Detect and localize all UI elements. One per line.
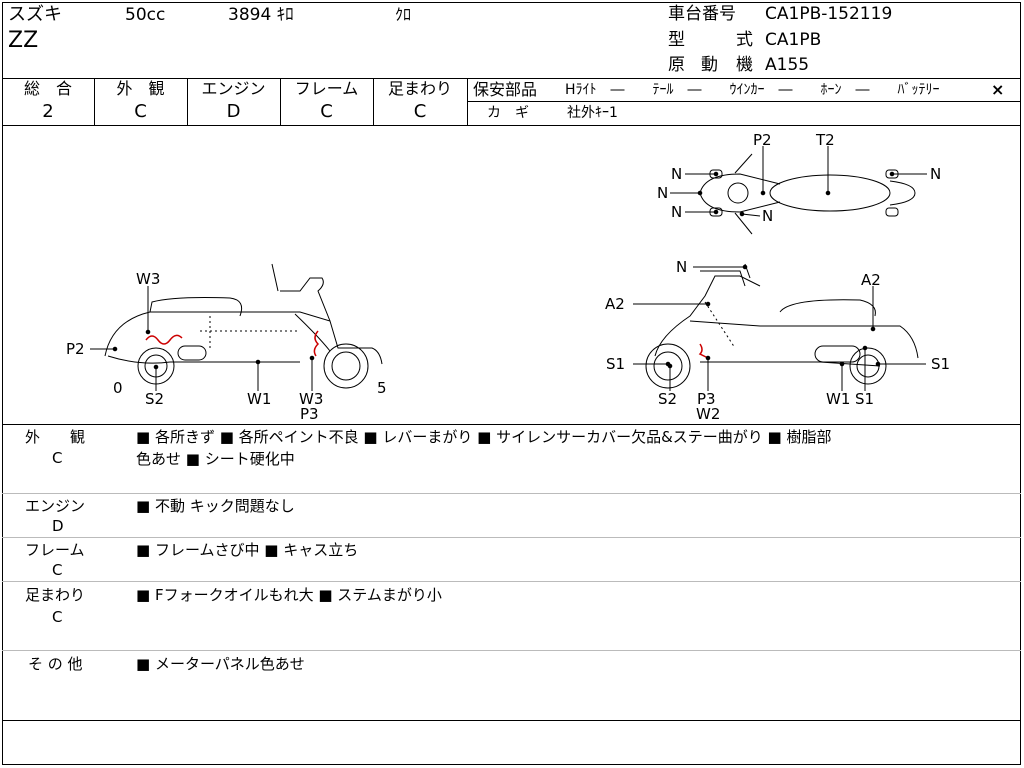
label-top-n-1: N: [671, 165, 682, 183]
note-category-frame: フレーム: [25, 541, 85, 559]
label-right-w2: W2: [696, 405, 720, 423]
left-scooter-outline: [104, 263, 383, 389]
label-left-w1: W1: [247, 390, 271, 408]
label-left-s2: S2: [145, 390, 164, 408]
grade-value-suspension: C: [413, 101, 427, 122]
note-category-other: そ の 他: [28, 655, 83, 673]
top-scooter-outline: [699, 153, 916, 235]
displacement: 50cc: [125, 5, 166, 25]
label-right-s1-right: S1: [931, 355, 950, 373]
note-grade-frame: C: [52, 561, 63, 579]
label-top-n-5: N: [930, 165, 941, 183]
engine-value: A155: [765, 55, 810, 75]
note-category-engine: エンジン: [25, 497, 86, 515]
note-grade-engine: D: [52, 517, 64, 535]
type-value: CA1PB: [765, 30, 822, 50]
label-left-p3: P3: [300, 405, 319, 423]
note-category-suspension: 足まわり: [25, 586, 86, 604]
frame-no-label: 車台番号: [668, 4, 736, 24]
label-top-p2: P2: [753, 131, 772, 149]
label-right-s1-bottom: S1: [855, 390, 874, 408]
grade-label-engine: エンジン: [201, 79, 266, 98]
label-right-n: N: [676, 258, 687, 276]
safety-title: 保安部品: [473, 80, 538, 99]
note-category-exterior: 外 観: [25, 428, 86, 446]
note-text-other: ■ メーターパネル色あせ: [136, 655, 305, 673]
type-label-1: 型: [668, 30, 685, 50]
frame-no: CA1PB-152119: [765, 4, 893, 24]
label-right-w1: W1: [826, 390, 850, 408]
label-top-n-2: N: [657, 184, 668, 202]
note-text-exterior-1: ■ 各所きず ■ 各所ペイント不良 ■ レバーまがり ■ サイレンサーカバー欠品…: [136, 428, 832, 446]
grade-value-frame: C: [320, 101, 333, 122]
note-text-suspension: ■ Fフォークオイルもれ大 ■ ステムまがり小: [136, 586, 442, 604]
color: ｸﾛ: [395, 5, 412, 24]
label-left-w3-bottom: W3: [299, 390, 323, 408]
label-left-0: 0: [113, 379, 123, 397]
engine-label-3: 機: [736, 55, 753, 75]
grade-label-overall: 総 合: [23, 79, 72, 98]
engine-label-1: 原: [668, 55, 685, 75]
label-left-5: 5: [377, 379, 387, 397]
label-right-a2-left: A2: [605, 295, 625, 313]
maker: スズキ: [8, 4, 62, 25]
note-grade-suspension: C: [52, 608, 63, 626]
grade-value-overall: 2: [42, 101, 54, 122]
label-top-t2: T2: [815, 131, 835, 149]
grade-label-exterior: 外 観: [116, 79, 165, 98]
label-top-n-3: N: [671, 203, 682, 221]
note-text-engine: ■ 不動 キック問題なし: [136, 497, 295, 515]
grade-value-engine: D: [226, 101, 241, 122]
engine-label-2: 動: [701, 55, 718, 75]
key-value: 社外ｷｰ1: [567, 105, 618, 121]
type-label-2: 式: [736, 30, 753, 50]
label-left-p2: P2: [66, 340, 85, 358]
right-scooter-outline: [645, 263, 919, 389]
label-right-s2: S2: [658, 390, 677, 408]
grade-label-suspension: 足まわり: [387, 79, 452, 98]
safety-items: Hﾗｲﾄ ― ﾃｰﾙ ― ｳｲﾝｶｰ ― ﾎｰﾝ ― ﾊﾞｯﾃﾘｰ: [565, 82, 940, 98]
label-right-p3: P3: [697, 390, 716, 408]
grade-value-exterior: C: [134, 101, 147, 122]
key-label: カ ギ: [487, 105, 529, 121]
note-grade-exterior: C: [52, 449, 63, 467]
label-left-w3-top: W3: [136, 270, 160, 288]
label-top-n-4: N: [762, 207, 773, 225]
grade-label-frame: フレーム: [294, 79, 359, 98]
note-text-frame: ■ フレームさび中 ■ キャス立ち: [136, 541, 359, 559]
battery-mark: ×: [991, 80, 1005, 99]
model-name: ZZ: [8, 28, 39, 53]
damage-diagram: W3 P2 0 S2 W1 W3 P3 5 N A2 A2 S1 S1 S2 P…: [66, 131, 950, 423]
mileage: 3894 ｷﾛ: [228, 5, 294, 25]
label-right-a2-right: A2: [861, 271, 881, 289]
label-right-s1-left: S1: [606, 355, 625, 373]
note-text-exterior-2: 色あせ ■ シート硬化中: [136, 450, 295, 468]
